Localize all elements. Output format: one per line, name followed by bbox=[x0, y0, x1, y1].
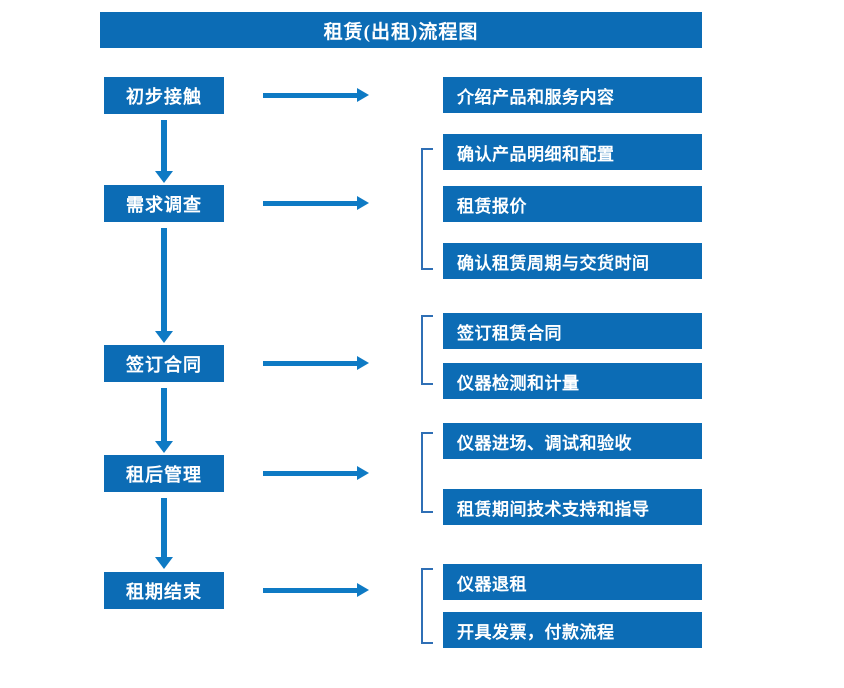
detail-box-instrument-return[interactable]: 仪器退租 bbox=[443, 564, 702, 600]
down-arrow-icon-2 bbox=[155, 228, 173, 343]
stage-box-post-lease-management[interactable]: 租后管理 bbox=[104, 455, 224, 492]
stage-box-sign-contract[interactable]: 签订合同 bbox=[104, 345, 224, 382]
right-arrow-icon-2 bbox=[263, 196, 369, 210]
group-bracket-needs-survey bbox=[421, 148, 433, 270]
detail-box-introduce-products[interactable]: 介绍产品和服务内容 bbox=[443, 77, 702, 113]
right-arrow-icon-5 bbox=[263, 583, 369, 597]
right-arrow-icon-1 bbox=[263, 88, 369, 102]
down-arrow-icon-3 bbox=[155, 388, 173, 453]
detail-box-invoice-payment[interactable]: 开具发票，付款流程 bbox=[443, 612, 702, 648]
right-arrow-icon-4 bbox=[263, 466, 369, 480]
detail-box-sign-lease-contract[interactable]: 签订租赁合同 bbox=[443, 313, 702, 349]
stage-box-lease-end[interactable]: 租期结束 bbox=[104, 572, 224, 609]
detail-box-instrument-installation[interactable]: 仪器进场、调试和验收 bbox=[443, 423, 702, 459]
stage-box-needs-survey[interactable]: 需求调查 bbox=[104, 185, 224, 222]
flowchart-title: 租赁(出租)流程图 bbox=[100, 12, 702, 48]
right-arrow-icon-3 bbox=[263, 356, 369, 370]
group-bracket-post-lease bbox=[421, 432, 433, 513]
down-arrow-icon-1 bbox=[155, 120, 173, 183]
group-bracket-sign-contract bbox=[421, 315, 433, 385]
detail-box-confirm-product-details[interactable]: 确认产品明细和配置 bbox=[443, 134, 702, 170]
detail-box-confirm-lease-period[interactable]: 确认租赁周期与交货时间 bbox=[443, 243, 702, 279]
detail-box-instrument-inspection[interactable]: 仪器检测和计量 bbox=[443, 363, 702, 399]
group-bracket-lease-end bbox=[421, 568, 433, 644]
detail-box-lease-quotation[interactable]: 租赁报价 bbox=[443, 186, 702, 222]
detail-box-technical-support[interactable]: 租赁期间技术支持和指导 bbox=[443, 489, 702, 525]
down-arrow-icon-4 bbox=[155, 498, 173, 569]
stage-box-initial-contact[interactable]: 初步接触 bbox=[104, 77, 224, 114]
